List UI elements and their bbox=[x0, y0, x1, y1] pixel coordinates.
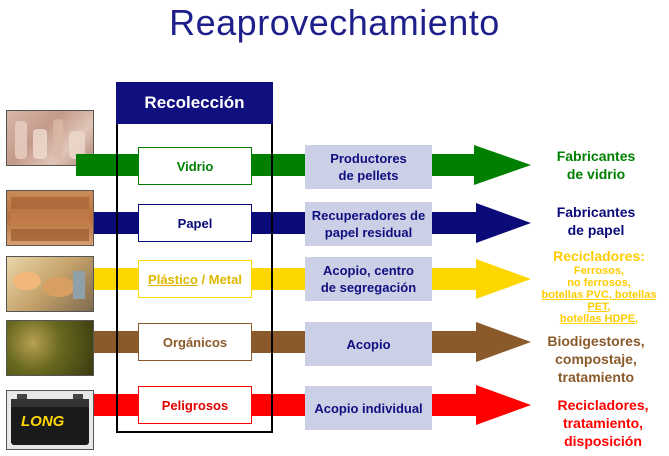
destination-line: de vidrio bbox=[540, 165, 652, 183]
destination-papel: Fabricantes de papel bbox=[540, 203, 652, 239]
destination-detail: no ferrosos, bbox=[536, 277, 662, 289]
destination-line: de papel bbox=[540, 221, 652, 239]
destination-line: Fabricantes bbox=[540, 203, 652, 221]
process-line: de pellets bbox=[330, 167, 407, 184]
process-line: papel residual bbox=[312, 224, 425, 241]
destination-title: Recicladores: bbox=[536, 247, 662, 265]
category-organicos: Orgánicos bbox=[138, 323, 252, 361]
process-line: Acopio, centro bbox=[321, 262, 416, 279]
category-papel: Papel bbox=[138, 204, 252, 242]
destination-plastico-metal: Recicladores: Ferrosos, no ferrosos, bot… bbox=[536, 247, 662, 325]
category-vidrio: Vidrio bbox=[138, 147, 252, 185]
destination-vidrio: Fabricantes de vidrio bbox=[540, 147, 652, 183]
category-separator: / bbox=[198, 272, 209, 287]
destination-organicos: Biodigestores, compostaje, tratamiento bbox=[540, 332, 652, 386]
process-organicos: Acopio bbox=[305, 322, 432, 366]
process-line: Acopio individual bbox=[314, 400, 422, 417]
process-plastico-metal: Acopio, centro de segregación bbox=[305, 257, 432, 301]
destination-line: tratamiento, bbox=[540, 414, 666, 432]
destination-detail: PET, bbox=[536, 301, 662, 313]
process-line: Productores bbox=[330, 150, 407, 167]
collection-header: Recolección bbox=[116, 82, 273, 124]
category-label: Vidrio bbox=[177, 159, 214, 174]
destination-detail: Ferrosos, bbox=[536, 265, 662, 277]
collection-frame bbox=[116, 82, 273, 433]
destination-line: disposición bbox=[540, 432, 666, 450]
process-line: Recuperadores de bbox=[312, 207, 425, 224]
process-line: Acopio bbox=[346, 336, 390, 353]
destination-line: compostaje, bbox=[540, 350, 652, 368]
category-label: Papel bbox=[178, 216, 213, 231]
destination-peligrosos: Recicladores, tratamiento, disposición bbox=[540, 396, 666, 450]
process-peligrosos: Acopio individual bbox=[305, 386, 432, 430]
destination-line: tratamiento bbox=[540, 368, 652, 386]
process-vidrio: Productores de pellets bbox=[305, 145, 432, 189]
destination-line: Recicladores, bbox=[540, 396, 666, 414]
category-label: Peligrosos bbox=[162, 398, 228, 413]
destination-detail: botellas PVC, botellas bbox=[536, 289, 662, 301]
category-label-metal: Metal bbox=[209, 272, 242, 287]
process-papel: Recuperadores de papel residual bbox=[305, 202, 432, 246]
category-peligrosos: Peligrosos bbox=[138, 386, 252, 424]
category-label: Orgánicos bbox=[163, 335, 227, 350]
process-line: de segregación bbox=[321, 279, 416, 296]
destination-line: Fabricantes bbox=[540, 147, 652, 165]
category-label-plastico: Plástico bbox=[148, 272, 198, 287]
destination-line: Biodigestores, bbox=[540, 332, 652, 350]
destination-detail: botellas HDPE, bbox=[536, 313, 662, 325]
category-plastico-metal: Plástico / Metal bbox=[138, 260, 252, 298]
